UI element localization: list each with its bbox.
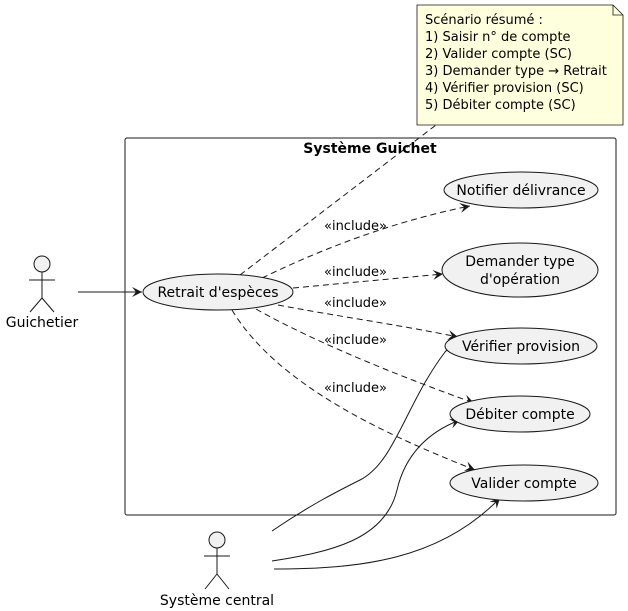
use-case-label: Vérifier provision [462,339,580,355]
use-case-label: Valider compte [471,476,576,492]
include-arrow-verifier [277,304,459,340]
actor-label: Guichetier [6,315,79,331]
actor-label: Système central [160,593,274,609]
use-case-label: Retrait d'espèces [157,285,278,301]
use-case-retrait[interactable]: Retrait d'espèces [142,273,294,311]
stick-figure-icon [29,255,55,313]
include-label: «include» [324,333,387,348]
note-line: 3) Demander type → Retrait [425,64,607,79]
use-case-notifier[interactable]: Notifier délivrance [443,171,599,209]
include-label: «include» [324,265,387,280]
use-case-label: Demander type [465,254,574,270]
note-line: Scénario résumé : [425,13,543,28]
include-label: «include» [324,296,387,311]
note-anchor-line [239,124,437,276]
note-line: 1) Saisir n° de compte [425,30,571,45]
actor-systeme-central[interactable]: Système central [160,531,274,609]
use-case-demander[interactable]: Demander type d'opération [441,242,599,298]
use-case-valider[interactable]: Valider compte [449,464,599,502]
stick-figure-icon [204,531,230,590]
use-case-verifier[interactable]: Vérifier provision [444,327,598,365]
association-central-valider [273,497,501,570]
note-line: 4) Vérifier provision (SC) [425,81,584,96]
use-case-label: Débiter compte [465,407,574,423]
actor-guichetier[interactable]: Guichetier [6,255,79,331]
use-case-debiter[interactable]: Débiter compte [449,395,591,433]
include-arrow-valider [231,309,476,471]
association-central-verifier [271,339,457,532]
include-label: «include» [324,219,387,234]
system-title: Système Guichet [303,141,437,157]
include-label: «include» [324,381,387,396]
include-arrow-debiter [255,308,475,405]
use-case-label: d'opération [480,272,560,288]
use-case-label: Notifier délivrance [456,183,585,199]
note-line: 2) Valider compte (SC) [425,47,572,62]
note-line: 5) Débiter compte (SC) [425,98,576,113]
association-central-debiter [271,418,461,562]
include-arrow-demander [292,269,444,289]
include-arrow-notifier [261,203,471,279]
scenario-note: Scénario résumé : 1) Saisir n° de compte… [416,4,624,126]
